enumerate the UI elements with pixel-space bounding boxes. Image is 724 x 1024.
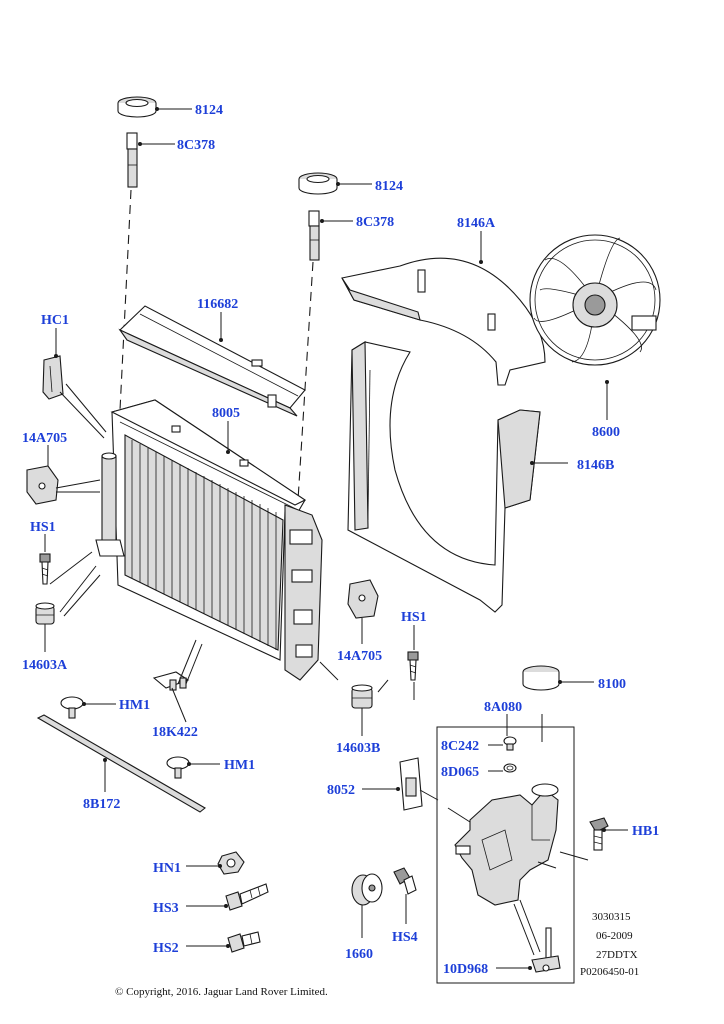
label-8005: 8005: [212, 406, 240, 421]
label-hs4: HS4: [392, 930, 418, 945]
upper-cap-left: [117, 96, 157, 118]
hm1-pin-b: [166, 756, 190, 779]
label-8c378-a: 8C378: [177, 138, 215, 153]
label-8052: 8052: [327, 783, 355, 798]
isolator-left: [35, 602, 55, 625]
label-hs3: HS3: [153, 901, 179, 916]
receiver-drier: [95, 452, 125, 557]
seal-strip: [36, 714, 206, 813]
leader-lines: [44, 107, 628, 970]
hs3-bolt: [225, 883, 269, 911]
label-8b172: 8B172: [83, 797, 120, 812]
label-8100: 8100: [598, 677, 626, 692]
meta-line-3: 27DDTX: [596, 949, 638, 961]
label-hs1-b: HS1: [401, 610, 427, 625]
label-1660: 1660: [345, 947, 373, 962]
label-8146a: 8146A: [457, 216, 496, 231]
label-14a705-a: 14A705: [22, 431, 67, 446]
meta-line-4: P0206450-01: [580, 966, 639, 978]
label-116682: 116682: [197, 297, 238, 312]
label-14a705-b: 14A705: [337, 649, 382, 664]
label-10d968: 10D968: [443, 962, 488, 977]
reservoir-bracket: [399, 757, 423, 811]
upper-pin-left: [126, 132, 138, 188]
label-hb1: HB1: [632, 824, 659, 839]
label-14603a: 14603A: [22, 658, 68, 673]
rubber-bracket-left: [26, 465, 59, 505]
reservoir-frame: [436, 726, 575, 984]
reservoir-cap: [522, 665, 560, 691]
part-labels: 8124 8C378 8124 8C378 8146A 116682 HC1 8…: [22, 103, 659, 977]
copyright-notice: © Copyright, 2016. Jaguar Land Rover Lim…: [115, 986, 328, 998]
bleed-screw: [503, 736, 517, 751]
hs1-screw-right: [407, 651, 419, 681]
coolant-reservoir: [454, 783, 559, 906]
top-bracket: [118, 305, 306, 417]
label-hc1: HC1: [41, 313, 69, 328]
level-sensor: [531, 927, 561, 973]
label-8124-b: 8124: [375, 179, 403, 194]
label-8d065: 8D065: [441, 765, 479, 780]
bottom-clips: [152, 671, 190, 691]
alignment-lines: [119, 189, 314, 501]
label-18k422: 18K422: [152, 725, 198, 740]
isolator-right: [351, 684, 373, 709]
label-hm1-a: HM1: [119, 698, 150, 713]
bump-stop-1660: [351, 873, 383, 906]
hs1-screw-left: [39, 553, 51, 585]
upper-pin-right: [308, 210, 320, 261]
hm1-pin-a: [60, 696, 84, 719]
label-hs1-a: HS1: [30, 520, 56, 535]
cooling-fan: [529, 234, 661, 366]
label-hn1: HN1: [153, 861, 181, 876]
drawing-metadata: 3030315 06-2009 27DDTX P0206450-01: [580, 911, 639, 978]
label-8124-a: 8124: [195, 103, 223, 118]
hb1-bolt: [589, 817, 609, 851]
label-hs2: HS2: [153, 941, 179, 956]
fan-shroud-upper: [341, 257, 546, 386]
label-8a080: 8A080: [484, 700, 522, 715]
label-14603b: 14603B: [336, 741, 380, 756]
label-8c378-b: 8C378: [356, 215, 394, 230]
label-hm1-b: HM1: [224, 758, 255, 773]
meta-line-2: 06-2009: [596, 930, 633, 942]
o-ring: [503, 763, 517, 773]
upper-cap-right: [298, 172, 338, 195]
meta-line-1: 3030315: [592, 911, 631, 923]
radiator-core: [110, 399, 307, 661]
label-8146b: 8146B: [577, 458, 614, 473]
radiator-end-tank: [284, 504, 323, 681]
hs4-screw: [393, 867, 417, 895]
label-8c242: 8C242: [441, 739, 479, 754]
hn1-nut: [217, 851, 245, 875]
fan-shroud-lower: [347, 341, 541, 613]
label-8600: 8600: [592, 425, 620, 440]
hs2-bolt: [227, 931, 261, 953]
rubber-bracket-right: [347, 579, 379, 619]
